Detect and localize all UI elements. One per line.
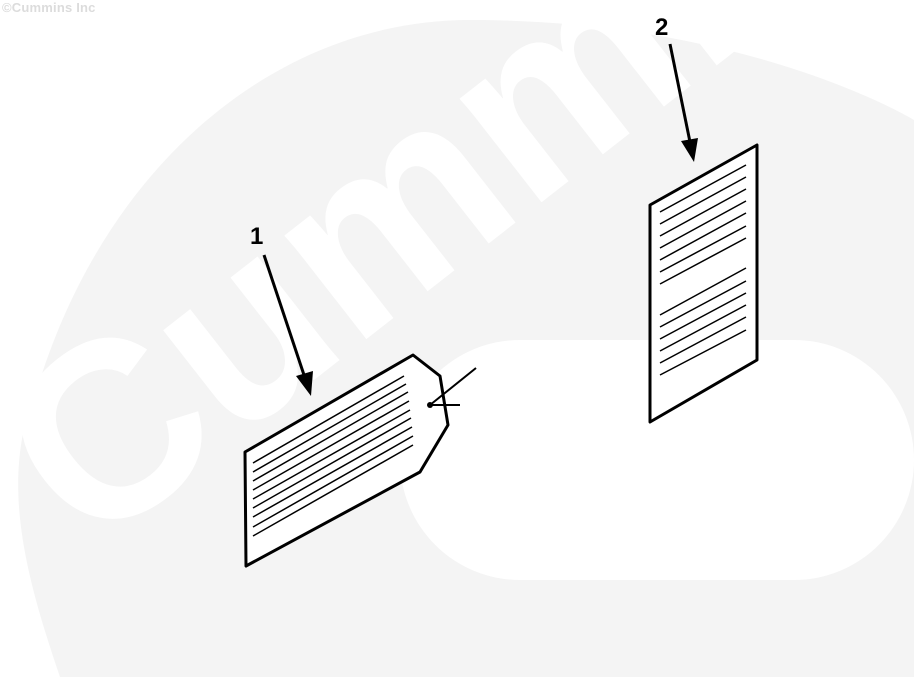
warning-tag-string [429, 367, 477, 406]
warning-tag [243, 353, 477, 568]
warning-tag-text-lines [252, 375, 414, 537]
callout-number-1: 1 [250, 223, 264, 250]
document-sheet-text-lines [659, 164, 747, 376]
copyright-notice: ©Cummins Inc [2, 0, 96, 15]
callout-arrow-2 [668, 43, 698, 162]
document-sheet [648, 143, 759, 424]
watermark-lower-band [400, 340, 914, 580]
callout-arrow-1 [262, 254, 313, 396]
callout-number-2: 2 [655, 14, 669, 41]
